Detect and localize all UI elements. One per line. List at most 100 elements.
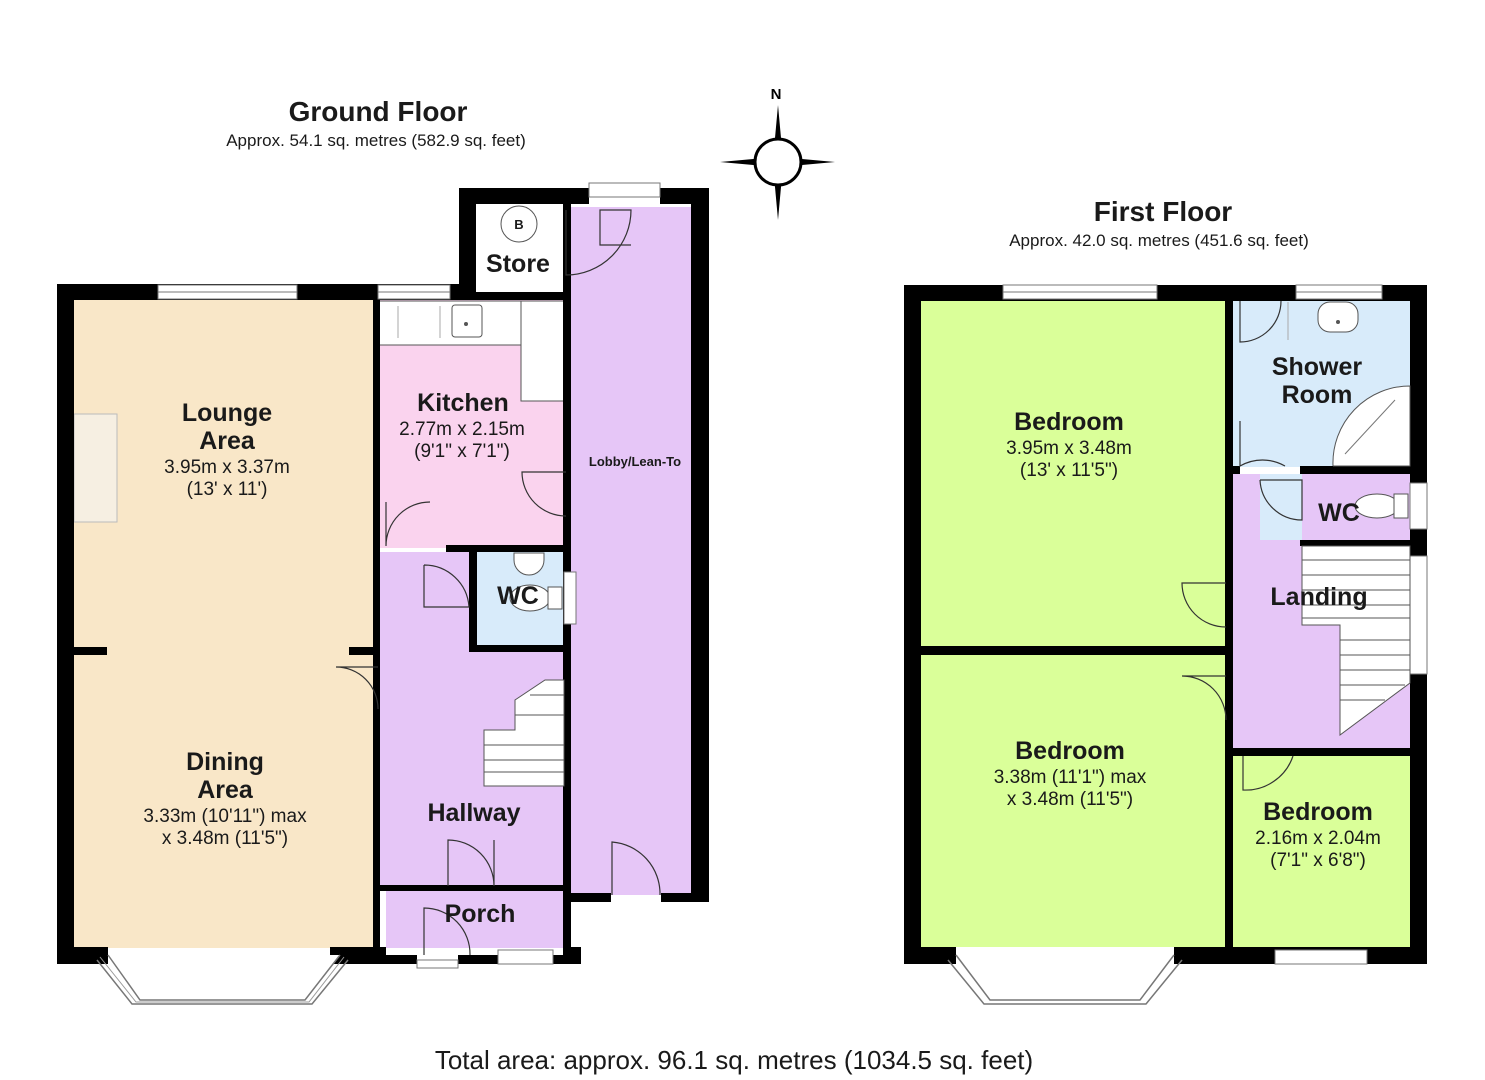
- wall: [661, 893, 709, 902]
- first-floor-area: Approx. 42.0 sq. metres (451.6 sq. feet): [1009, 231, 1309, 250]
- compass-north-label: N: [771, 86, 782, 103]
- wall: [904, 947, 956, 964]
- shower-room-label-line2: Room: [1282, 381, 1353, 409]
- wall: [349, 647, 374, 655]
- bedroom-2-label: Bedroom: [1015, 737, 1125, 765]
- dining-label-line2: Area: [197, 776, 254, 804]
- first-floor-stairs: [1301, 545, 1411, 736]
- wc-basin: [513, 552, 545, 576]
- wall: [904, 285, 921, 964]
- wall: [566, 893, 611, 902]
- window: [416, 959, 459, 969]
- door: [1259, 479, 1303, 521]
- wall: [1300, 466, 1410, 474]
- bedroom-1-dimensions-imperial: (13' x 11'5"): [1020, 460, 1118, 481]
- bay-window: [955, 954, 1175, 1001]
- door: [385, 501, 431, 547]
- bedroom-1-dimensions: 3.95m x 3.48m: [1006, 438, 1132, 459]
- ground-floor: B Ground Floor Approx. 54.1 sq. metres (…: [57, 96, 709, 1005]
- kitchen-dimensions: 2.77m x 2.15m: [399, 419, 525, 440]
- wall: [57, 284, 74, 964]
- wall: [1225, 301, 1233, 947]
- wall: [473, 292, 564, 300]
- compass: N: [720, 86, 835, 220]
- ground-floor-area: Approx. 54.1 sq. metres (582.9 sq. feet): [226, 131, 526, 150]
- lounge-label: Lounge: [182, 399, 272, 427]
- first-wc-label: WC: [1318, 499, 1360, 527]
- window: [1409, 555, 1428, 675]
- wall: [1232, 466, 1240, 474]
- ground-wc-label: WC: [497, 582, 539, 610]
- wall: [1300, 540, 1410, 546]
- wall: [57, 947, 108, 964]
- ground-floor-stairs: [483, 679, 565, 787]
- door: [423, 564, 470, 608]
- first-floor-title: First Floor: [1094, 196, 1233, 227]
- door: [1181, 675, 1227, 721]
- dining-label: Dining: [186, 748, 264, 776]
- wall: [921, 646, 1226, 655]
- door: [611, 841, 661, 896]
- door: [335, 666, 379, 710]
- wall: [446, 545, 566, 552]
- wall: [469, 552, 477, 652]
- boiler-label: B: [514, 217, 523, 232]
- hallway-label: Hallway: [427, 799, 520, 827]
- kitchen-label: Kitchen: [417, 389, 509, 417]
- wall: [373, 284, 380, 954]
- kitchen-sink: [451, 304, 483, 338]
- wall: [469, 645, 566, 652]
- shower-basin: [1317, 301, 1359, 333]
- window: [1409, 482, 1428, 530]
- window: [588, 182, 661, 198]
- first-wc-toilet: [1354, 493, 1400, 519]
- wall: [459, 188, 476, 300]
- store-label: Store: [486, 250, 550, 278]
- lounge-dining-fill: [74, 300, 379, 948]
- shower-room-label: Shower: [1272, 353, 1363, 381]
- bedroom-2-dimensions-line2: x 3.48m (11'5"): [1007, 789, 1133, 810]
- door: [1242, 755, 1294, 791]
- bay-window: [107, 954, 341, 1001]
- door: [1239, 421, 1286, 468]
- porch-fill: [386, 890, 566, 948]
- bedroom-1-label: Bedroom: [1014, 408, 1124, 436]
- chimney-breast: [73, 413, 118, 523]
- window: [1274, 949, 1368, 965]
- bedroom-3-dimensions: 2.16m x 2.04m: [1255, 828, 1381, 849]
- lounge-label-line2: Area: [199, 427, 256, 455]
- bedroom-3-dimensions-imperial: (7'1" x 6'8"): [1270, 850, 1366, 871]
- wall: [386, 955, 417, 964]
- total-area: Total area: approx. 96.1 sq. metres (103…: [435, 1045, 1033, 1075]
- window: [563, 571, 577, 625]
- lobby-fill: [564, 207, 691, 895]
- door: [423, 907, 471, 956]
- door: [521, 471, 567, 517]
- dining-dimensions: 3.33m (10'11") max: [143, 806, 307, 827]
- porch-label: Porch: [445, 900, 516, 928]
- window: [497, 949, 554, 965]
- lounge-dimensions-imperial: (13' x 11'): [187, 479, 268, 500]
- wall: [553, 955, 581, 964]
- wall: [330, 947, 386, 964]
- dining-dimensions-line2: x 3.48m (11'5"): [162, 828, 288, 849]
- bedroom-2-dimensions: 3.38m (11'1") max: [994, 767, 1147, 788]
- bedroom-1-fill: [921, 301, 1225, 647]
- boiler: [500, 205, 538, 243]
- wall: [459, 188, 589, 204]
- wall: [74, 647, 107, 655]
- lobby-label: Lobby/Lean-To: [589, 454, 681, 469]
- wall: [1233, 748, 1410, 756]
- lounge-dimensions: 3.95m x 3.37m: [164, 457, 290, 478]
- bedroom-2-fill: [921, 655, 1225, 947]
- ground-floor-title: Ground Floor: [289, 96, 468, 127]
- landing-label: Landing: [1270, 583, 1367, 611]
- door: [447, 839, 495, 887]
- wall: [458, 955, 498, 964]
- bedroom-3-label: Bedroom: [1263, 798, 1373, 826]
- kitchen-dimensions-imperial: (9'1" x 7'1"): [414, 441, 510, 462]
- wall: [380, 885, 566, 891]
- first-floor: First Floor Approx. 42.0 sq. metres (451…: [904, 196, 1428, 1005]
- kitchen-worktop-side: [520, 300, 565, 402]
